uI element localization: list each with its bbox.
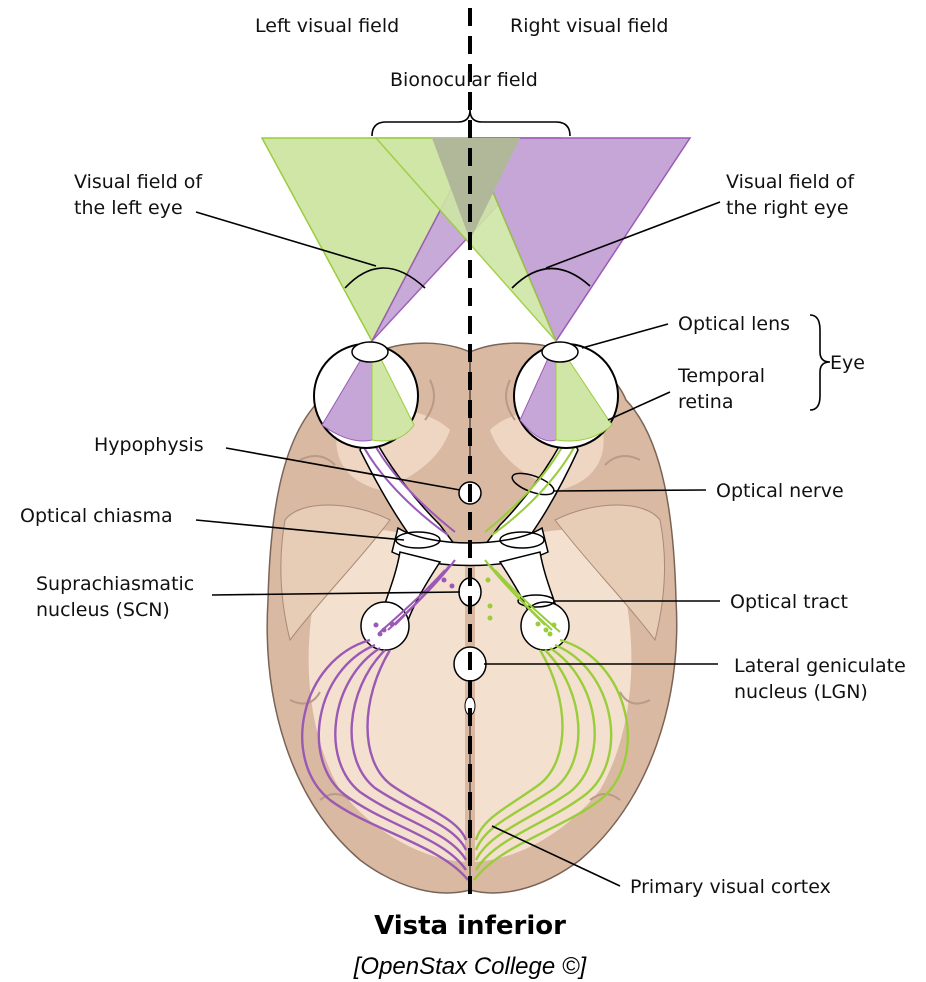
leader-optical-nerve — [553, 490, 706, 491]
label-left-visual-field: Left visual field — [255, 15, 399, 37]
label-optical-lens: Optical lens — [678, 313, 790, 335]
leader-optical-lens — [582, 324, 668, 348]
label-scn-2: nucleus (SCN) — [36, 599, 170, 621]
label-temporal-retina-1: Temporal — [677, 365, 765, 387]
figure-credit: [OpenStax College ©] — [353, 953, 588, 980]
label-eye: Eye — [830, 352, 865, 374]
label-visual-field-right-eye-1: Visual field of — [726, 171, 855, 193]
left-lens — [352, 342, 388, 362]
label-primary-visual-cortex: Primary visual cortex — [630, 876, 831, 898]
label-temporal-retina-2: retina — [678, 391, 734, 413]
right-lens — [542, 342, 578, 362]
label-right-visual-field: Right visual field — [510, 15, 669, 37]
label-optical-tract: Optical tract — [730, 591, 848, 613]
label-visual-field-right-eye-2: the right eye — [726, 197, 849, 219]
label-lgn-1: Lateral geniculate — [734, 655, 906, 677]
visual-field-cones — [262, 138, 690, 341]
figure-title: Vista inferior — [374, 911, 566, 941]
lgn-left — [361, 602, 409, 650]
label-optical-nerve: Optical nerve — [716, 480, 844, 502]
label-visual-field-left-eye-2: the left eye — [74, 197, 183, 219]
label-lgn-2: nucleus (LGN) — [734, 681, 868, 703]
label-scn-1: Suprachiasmatic — [36, 573, 194, 595]
label-binocular-field: Bionocular field — [390, 69, 538, 91]
label-visual-field-left-eye-1: Visual field of — [74, 171, 203, 193]
eye-brace — [810, 315, 830, 410]
label-hypophysis: Hypophysis — [94, 434, 204, 456]
label-optical-chiasma: Optical chiasma — [20, 505, 173, 527]
